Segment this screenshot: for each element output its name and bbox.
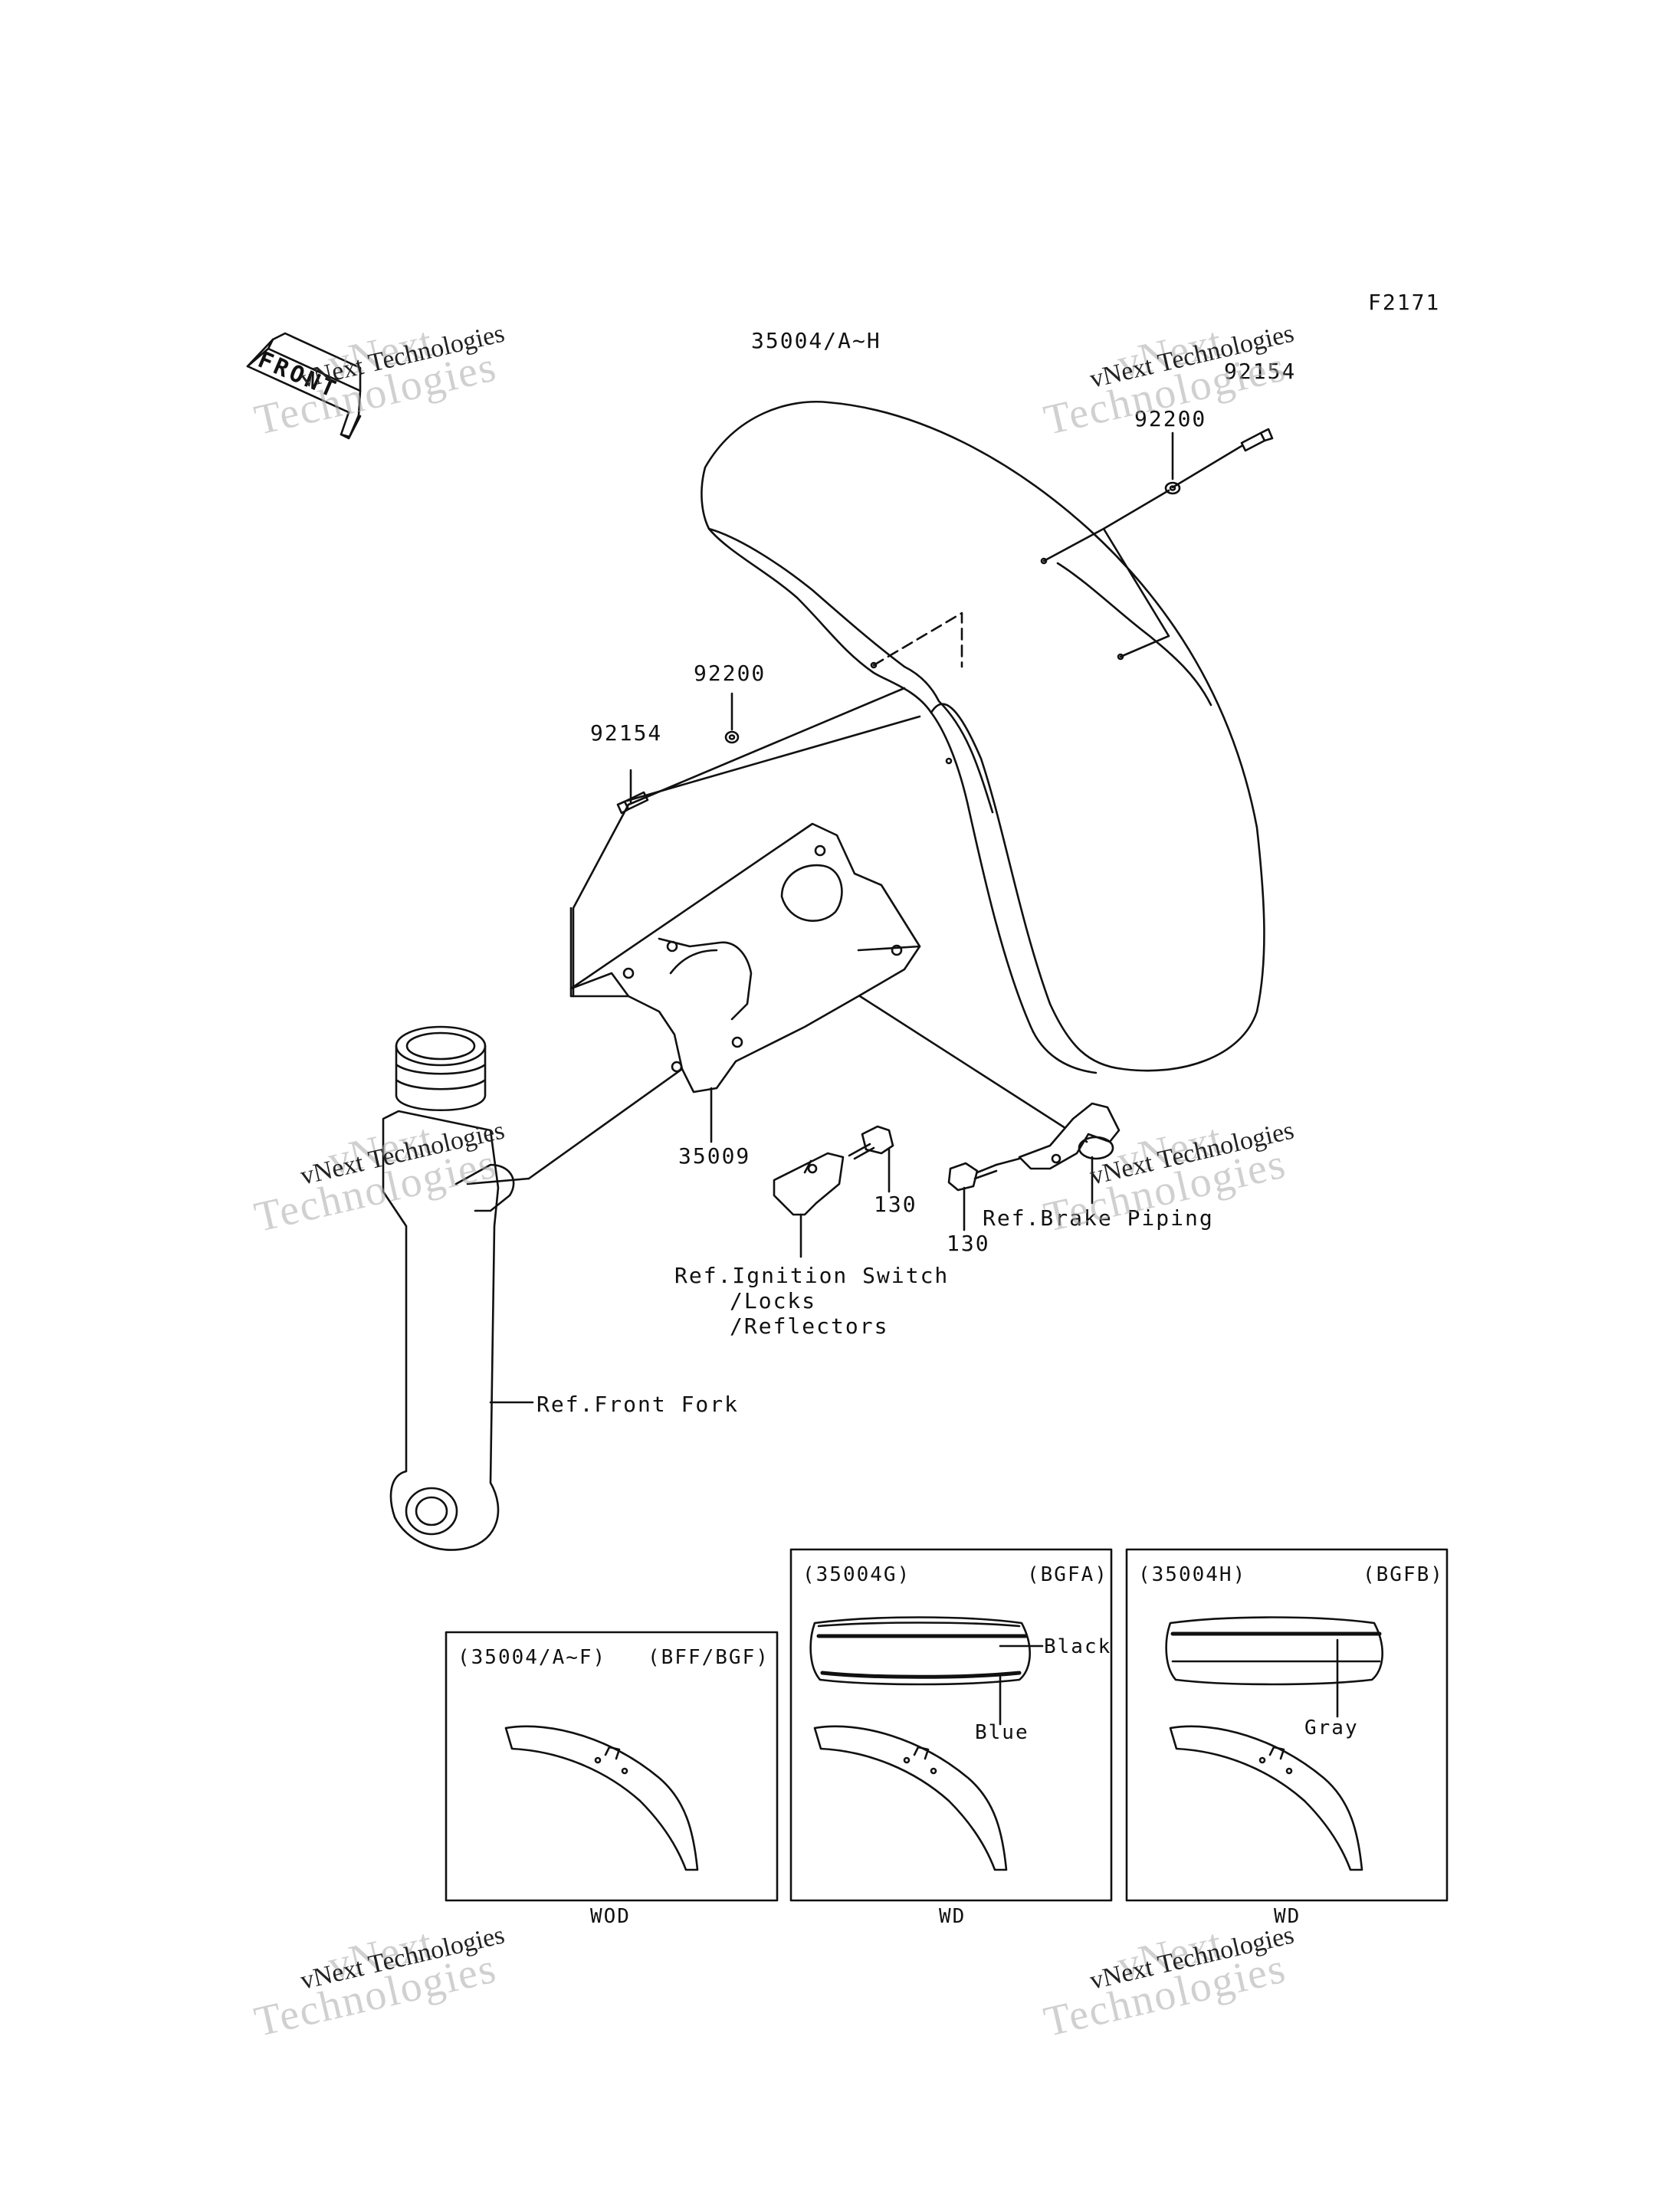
variant-2-stripe-blue: Blue	[975, 1721, 1029, 1744]
variant-box-1	[445, 1631, 779, 1902]
callout-bracket: 35009	[678, 1143, 751, 1169]
callout-bolt-top: 92154	[1224, 359, 1297, 384]
washer-92200-left	[724, 730, 740, 744]
callout-bolt-130-b: 130	[947, 1231, 990, 1256]
variant-2-fender-icon	[813, 1725, 1008, 1871]
bolt-130-b	[947, 1162, 998, 1192]
callout-fender: 35004/A~H	[751, 328, 881, 353]
washer-92200-top	[1164, 481, 1181, 495]
variant-1-code: (BFF/BGF)	[648, 1646, 769, 1669]
front-fork	[382, 1025, 530, 1551]
variant-box-2	[789, 1548, 1113, 1902]
bolt-92154-top	[1240, 428, 1274, 452]
callout-bolt-left: 92154	[590, 720, 663, 746]
leader-line	[527, 1067, 684, 1180]
front-fender	[701, 401, 1265, 1074]
leader-line	[625, 715, 921, 802]
callout-bolt-130-a: 130	[874, 1192, 917, 1217]
front-arrow-icon	[246, 332, 362, 440]
bolt-92154-left	[616, 791, 649, 815]
variant-1-footer: WOD	[590, 1905, 631, 1928]
ref-ignition-line2: /Locks	[730, 1288, 817, 1313]
variant-3-fender-top-view	[1165, 1616, 1383, 1686]
variant-2-code: (BGFA)	[1027, 1563, 1108, 1586]
brake-piping-clamp	[1018, 1102, 1121, 1170]
variant-3-code: (BGFB)	[1363, 1563, 1444, 1586]
ref-ignition-line3: /Reflectors	[730, 1313, 889, 1339]
variant-2-part: (35004G)	[802, 1563, 911, 1586]
bolt-130-a	[848, 1125, 894, 1160]
callout-washer-left: 92200	[694, 661, 766, 686]
leader-line	[1042, 527, 1170, 658]
ref-brake-piping: Ref.Brake Piping	[983, 1205, 1214, 1231]
variant-1-part: (35004/A~F)	[458, 1646, 607, 1669]
figure-code: F2171	[1368, 290, 1441, 315]
leader-line	[627, 687, 906, 806]
fender-bracket-35009	[569, 822, 921, 1094]
variant-3-stripe-gray: Gray	[1304, 1717, 1359, 1740]
leader-line	[858, 995, 1088, 1143]
ignition-bracket	[773, 1152, 845, 1216]
callout-washer-top: 92200	[1134, 406, 1207, 431]
variant-2-footer: WD	[939, 1905, 966, 1928]
ref-ignition-line1: Ref.Ignition Switch	[674, 1263, 950, 1288]
leader-line	[569, 907, 630, 998]
variant-3-footer: WD	[1274, 1905, 1301, 1928]
variant-2-fender-top-view	[809, 1616, 1031, 1686]
variant-2-stripe-black: Black	[1044, 1635, 1112, 1658]
leader-line	[572, 803, 630, 998]
ref-front-fork: Ref.Front Fork	[536, 1392, 740, 1417]
variant-1-fender-icon	[504, 1725, 699, 1871]
variant-box-3	[1125, 1548, 1449, 1902]
dashed-line	[872, 612, 963, 668]
variant-3-fender-icon	[1169, 1725, 1363, 1871]
variant-3-part: (35004H)	[1138, 1563, 1247, 1586]
